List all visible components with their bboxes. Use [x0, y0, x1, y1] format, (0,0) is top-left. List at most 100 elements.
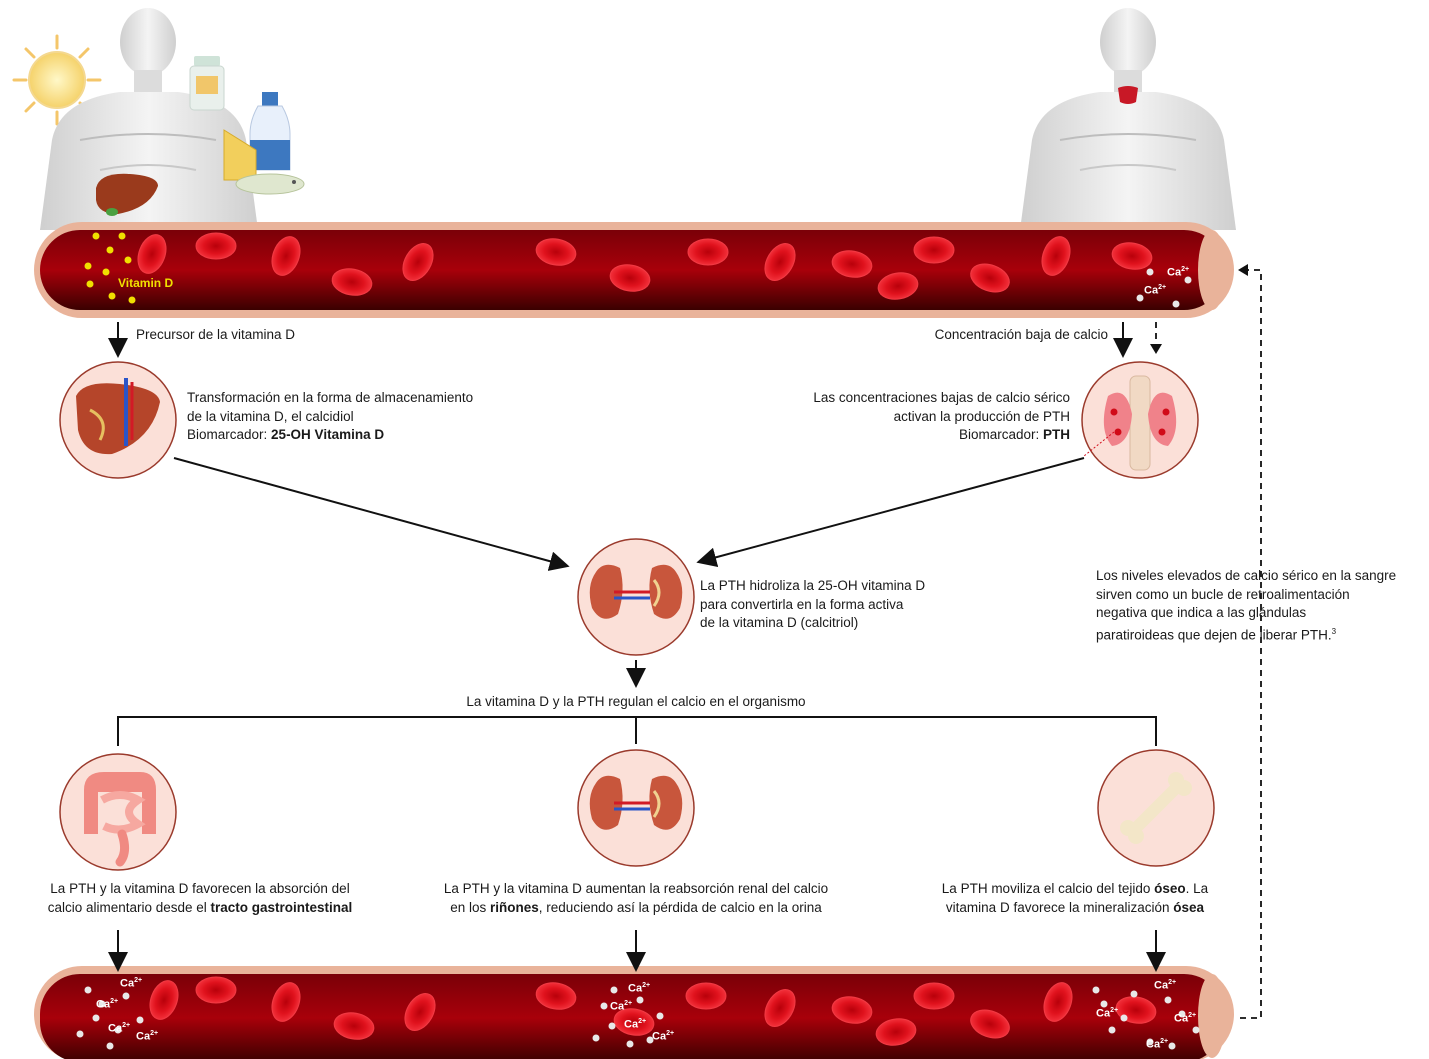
- red-blood-cell: [685, 982, 727, 1010]
- calcium-particle: [1092, 986, 1100, 994]
- red-blood-cell: [331, 268, 373, 296]
- calcium-label: Ca2+: [96, 998, 119, 1011]
- regulation-label: La vitamina D y la PTH regulan el calcio…: [466, 694, 806, 709]
- calcium-particle: [136, 1016, 144, 1024]
- calcium-particle: [1108, 1026, 1116, 1034]
- red-blood-cell: [195, 232, 237, 260]
- gi-outcome-description: La PTH y la vitamina D favorecen la abso…: [47, 881, 353, 915]
- red-blood-cell: [535, 238, 577, 266]
- supplement-bottle-icon: [189, 56, 225, 111]
- calcium-particle: [1178, 1010, 1186, 1018]
- calcium-label: Ca2+: [136, 1030, 159, 1043]
- calcium-particles-bottom: [76, 986, 1200, 1050]
- calcium-particle: [656, 1012, 664, 1020]
- liver-circle: [59, 361, 177, 479]
- kidney-circle-center: [577, 538, 695, 656]
- thyroid-circle: [1081, 361, 1199, 479]
- red-blood-cell: [1111, 242, 1153, 270]
- human-torso-left: [40, 8, 258, 230]
- feedback-arrowhead-down: [1150, 344, 1162, 354]
- red-blood-cell: [271, 982, 301, 1022]
- calcium-particle: [1100, 1000, 1108, 1008]
- calcium-particle: [646, 1036, 654, 1044]
- red-blood-cells-top: [137, 232, 1153, 300]
- red-blood-cell: [535, 982, 577, 1010]
- red-blood-cell: [913, 982, 955, 1010]
- red-blood-cell: [609, 264, 651, 292]
- calcium-label: Ca2+: [624, 1018, 647, 1031]
- red-blood-cell: [875, 1018, 917, 1046]
- low-calcium-caption: Concentración baja de calcio: [934, 327, 1108, 342]
- red-blood-cell: [687, 238, 729, 266]
- precursor-caption: Precursor de la vitamina D: [136, 327, 296, 342]
- calcium-particle: [1146, 1038, 1154, 1046]
- calcium-particle: [1168, 1042, 1176, 1050]
- kidney-hydrolysis-description: La PTH hidroliza la 25-OH vitamina D par…: [700, 578, 926, 630]
- red-blood-cell: [271, 236, 301, 276]
- calcium-particle: [98, 1000, 106, 1008]
- flow-arrows: [108, 322, 1166, 972]
- red-blood-cell: [764, 989, 796, 1027]
- calcium-particle: [636, 996, 644, 1004]
- red-blood-cell: [333, 1012, 375, 1040]
- red-blood-cell: [195, 976, 237, 1004]
- calcium-particle: [626, 1040, 634, 1048]
- vitamin-d-particles: [84, 232, 136, 304]
- calcium-particle: [84, 986, 92, 994]
- intestine-circle: [59, 753, 177, 871]
- calcium-label: Ca2+: [1174, 1012, 1197, 1025]
- red-blood-cell: [913, 236, 955, 264]
- feedback-arrowhead-left: [1238, 264, 1248, 276]
- liver-icon-small: [96, 173, 158, 216]
- red-blood-cell: [764, 243, 796, 281]
- red-blood-cell: [149, 980, 179, 1020]
- calcium-particle: [600, 1002, 608, 1010]
- red-blood-cell: [877, 272, 919, 300]
- calcium-particles-top: [1136, 268, 1192, 308]
- calcium-particle: [92, 1014, 100, 1022]
- calcium-label-top-1: Ca2+: [1167, 266, 1190, 279]
- calcium-particle: [106, 1042, 114, 1050]
- calcium-particle: [114, 1026, 122, 1034]
- kidney-circle-bottom: [577, 749, 695, 867]
- calcium-label: Ca2+: [1154, 979, 1177, 992]
- calcium-particle: [1120, 1014, 1128, 1022]
- calcium-label: Ca2+: [652, 1030, 675, 1043]
- calcium-label: Ca2+: [1146, 1038, 1169, 1051]
- red-blood-cell: [831, 996, 873, 1024]
- milk-bottle-icon: [249, 92, 291, 171]
- fish-icon: [235, 173, 305, 195]
- red-blood-cell: [404, 993, 436, 1031]
- red-blood-cell: [831, 250, 873, 278]
- calcium-particle: [1164, 996, 1172, 1004]
- vitamin-d-label: Vitamin D: [118, 276, 174, 290]
- calcium-particle: [1192, 1026, 1200, 1034]
- calcium-label: Ca2+: [1096, 1007, 1119, 1020]
- calcium-particle: [592, 1034, 600, 1042]
- thyroid-icon-small: [1118, 86, 1138, 104]
- red-blood-cell: [402, 243, 434, 281]
- calcium-label: Ca2+: [120, 977, 143, 990]
- red-blood-cell: [613, 1008, 655, 1036]
- red-blood-cell: [137, 234, 167, 274]
- calcium-particle: [122, 992, 130, 1000]
- kidney-outcome-description: La PTH y la vitamina D aumentan la reabs…: [443, 881, 829, 915]
- calcium-particle: [608, 1022, 616, 1030]
- feedback-dashed-loop: [1155, 269, 1262, 1019]
- liver-description: Transformación en la forma de almacenami…: [187, 390, 474, 442]
- bone-circle: [1097, 749, 1215, 867]
- red-blood-cell: [1041, 236, 1071, 276]
- calcium-particle: [76, 1030, 84, 1038]
- red-blood-cells-bottom: [149, 976, 1157, 1046]
- red-blood-cell: [970, 1009, 1010, 1039]
- calcium-particle: [610, 986, 618, 994]
- red-blood-cell: [970, 263, 1010, 293]
- thyroid-biomarker: PTH: [1043, 427, 1070, 442]
- calcium-label: Ca2+: [610, 1000, 633, 1013]
- thyroid-description: Las concentraciones bajas de calcio séri…: [813, 390, 1070, 442]
- bone-outcome-description: La PTH moviliza el calcio del tejido óse…: [941, 881, 1209, 915]
- calcium-label: Ca2+: [108, 1022, 131, 1035]
- liver-biomarker: 25-OH Vitamina D: [271, 427, 385, 442]
- calcium-label: Ca2+: [628, 982, 651, 995]
